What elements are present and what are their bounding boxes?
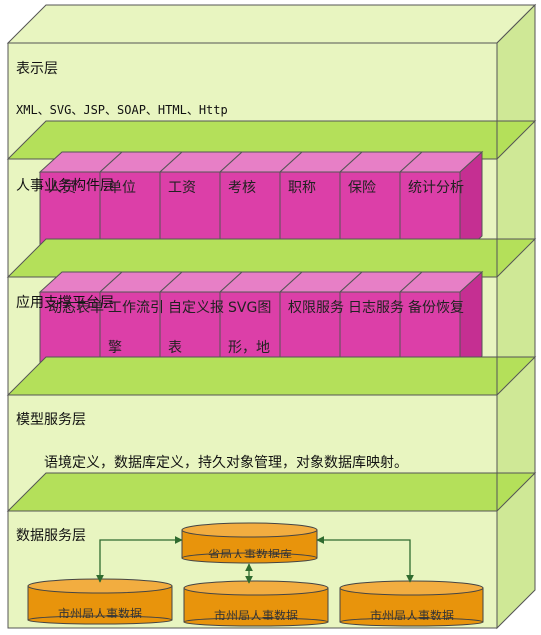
db-branch-2-label: 市州局人事数据 (213, 609, 298, 620)
layer-title-model: 模型服务层 (16, 412, 86, 428)
box-right-face (496, 3, 536, 630)
shelf-4 (6, 472, 537, 512)
db-branch-3-label: 市州局人事数据 (369, 609, 454, 620)
layer-title-presentation: 表示层 (16, 61, 58, 77)
cube-label-4: SVG图形，地 (228, 300, 272, 356)
cube-label-6: 日志服务 (348, 300, 404, 316)
cube-label-5: 职称 (288, 180, 316, 196)
connector-arrow-left (96, 536, 183, 583)
cube-label-2: 单位 (108, 180, 136, 196)
cube-label-3: 自定义报表 (168, 300, 224, 356)
db-branch-3 (339, 580, 484, 627)
layer-title-business: 人事业务构件层 (16, 178, 114, 194)
cube-label-2: 工作流引擎 (108, 300, 164, 356)
cube-label-6: 保险 (348, 180, 376, 196)
db-branch-1-label: 市州局人事数据 (57, 607, 142, 618)
cube-label-1: 人员 (48, 180, 76, 196)
db-branch-2 (183, 580, 329, 627)
model-services-description: 语境定义，数据库定义，持久对象管理，对象数据库映射。 (44, 455, 408, 471)
shelf-3 (6, 356, 537, 396)
layer-title-platform: 应用支撑平台层 (16, 295, 114, 311)
cube-label-4: 考核 (228, 180, 256, 196)
db-center-label: 省局人事数据库 (207, 548, 292, 558)
cube-label-5: 权限服务 (288, 300, 344, 316)
presentation-technologies: XML、SVG、JSP、SOAP、HTML、Http (16, 103, 228, 117)
db-branch-1 (27, 578, 173, 625)
box-top-face (6, 4, 537, 44)
layer-title-data: 数据服务层 (16, 528, 86, 544)
platform-cubes (38, 270, 484, 378)
cube-label-7: 统计分析 (408, 180, 464, 196)
cube-label-7: 备份恢复 (408, 300, 464, 316)
connector-arrow-right (316, 536, 414, 583)
db-center (181, 522, 318, 564)
cube-label-1: 动态表单 (48, 300, 104, 316)
cube-label-3: 工资 (168, 180, 196, 196)
